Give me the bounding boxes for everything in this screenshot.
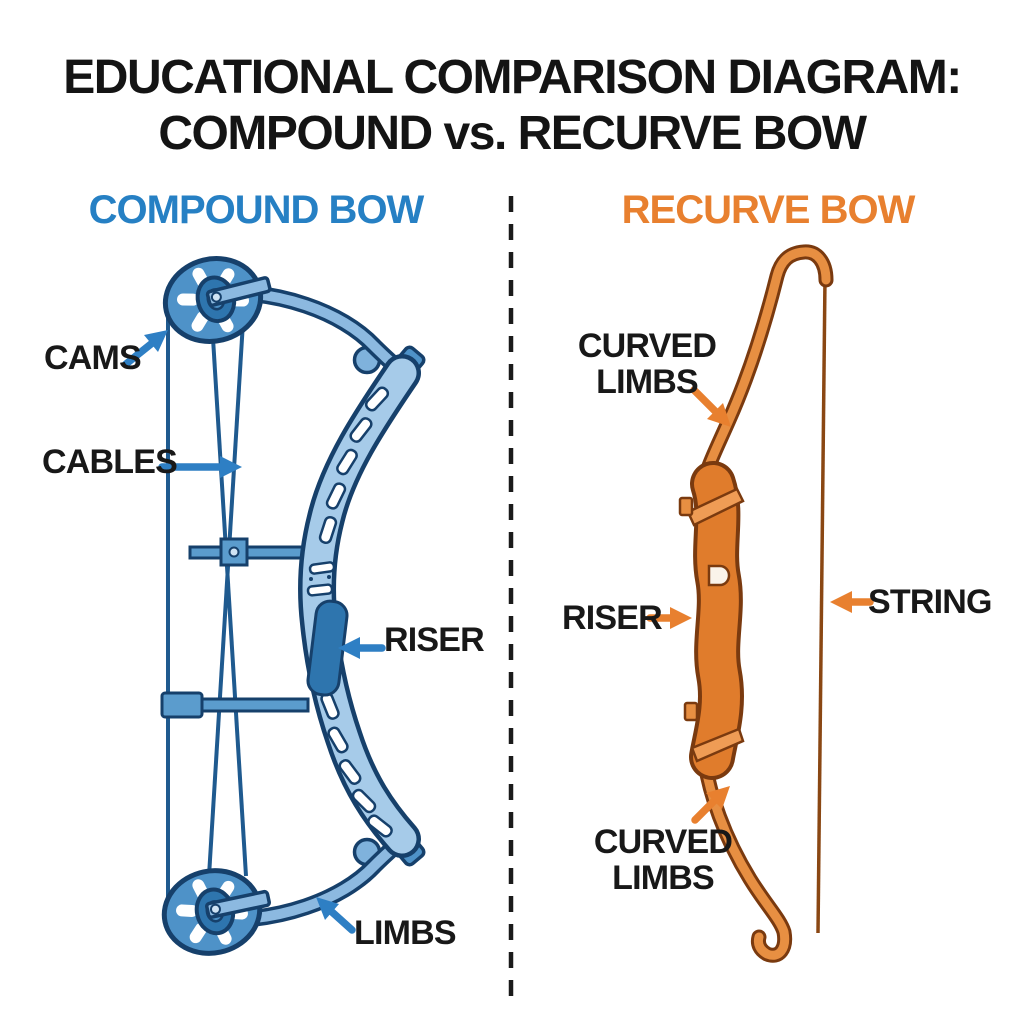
- compound-riser-arrow: [338, 637, 386, 659]
- curved-limbs-top-arrow: [690, 386, 731, 427]
- top-cam: [162, 256, 272, 344]
- recurve-string: [816, 277, 827, 934]
- cable-guard-bar: [188, 537, 310, 567]
- cables-arrow: [158, 456, 242, 478]
- page-title-line2: COMPOUND vs. RECURVE BOW: [158, 106, 867, 160]
- recurve-lower-limb-wedge: [690, 727, 745, 763]
- label-curved-limbs-top: CURVED LIMBS: [577, 327, 717, 402]
- compound-cable-2: [207, 321, 245, 877]
- cams-arrow: [122, 330, 168, 368]
- label-recurve-riser: RISER: [562, 599, 663, 637]
- curved-limbs-bottom-arrow: [691, 786, 730, 824]
- annotation-arrows: [122, 330, 874, 934]
- limbs-arrow: [316, 897, 356, 934]
- recurve-bow-header: RECURVE BOW: [621, 188, 916, 232]
- compound-bow-header: COMPOUND BOW: [88, 188, 425, 232]
- page-title-line1: EDUCATIONAL COMPARISON DIAGRAM:: [63, 51, 962, 104]
- recurve-lower-limb: [698, 745, 790, 960]
- label-limbs: LIMBS: [354, 914, 457, 952]
- string-arrow: [830, 591, 874, 613]
- label-cables: CABLES: [42, 443, 178, 481]
- compound-cable-1: [210, 321, 248, 877]
- bottom-cam: [161, 868, 271, 956]
- label-compound-riser: RISER: [384, 621, 485, 659]
- lower-limb-bolt: [683, 701, 699, 722]
- compound-bow-illustration: [160, 256, 426, 956]
- page-title: EDUCATIONAL COMPARISON DIAGRAM: COMPOUND…: [0, 50, 1024, 161]
- riser-cutouts: [306, 386, 393, 838]
- riser-sight-cutout: [707, 564, 731, 587]
- stabilizer-bar: [160, 691, 310, 719]
- recurve-riser-arrow: [646, 607, 692, 629]
- recurve-upper-limb-wedge: [686, 487, 745, 527]
- recurve-riser: [693, 465, 740, 776]
- recurve-upper-limb: [698, 247, 831, 495]
- label-curved-limbs-bottom: CURVED LIMBS: [593, 823, 733, 898]
- label-string: STRING: [868, 583, 992, 621]
- label-cams: CAMS: [44, 339, 142, 377]
- recurve-bow-illustration: [678, 244, 834, 963]
- upper-limb-bolt: [678, 496, 694, 517]
